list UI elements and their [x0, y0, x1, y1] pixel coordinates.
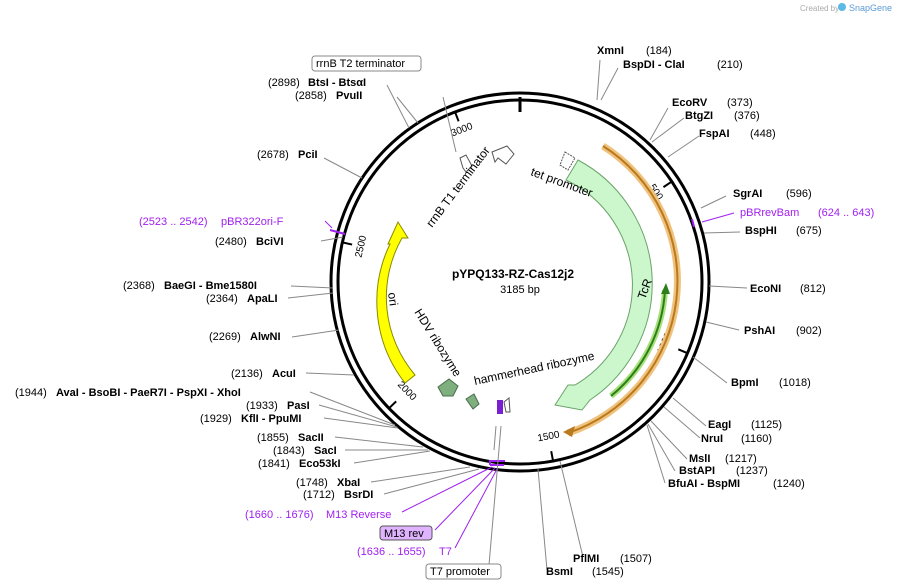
rrnb-t2-arrow [459, 154, 473, 173]
tcr-arrow [554, 159, 653, 411]
orange-arc-head [563, 426, 575, 437]
site-econi: EcoNI(812) [750, 283, 826, 295]
t7-promoter-label: T7 promoter [430, 566, 490, 578]
orange-arc [567, 145, 679, 434]
rrnb-t2-box [311, 55, 422, 72]
tick-label-2500: 2500 [354, 234, 370, 259]
site-pasi: (1933)PasI [246, 400, 310, 412]
site-ecorv: EcoRV(373) [672, 97, 753, 109]
site-pcii: (2678)PciI [257, 149, 318, 161]
tick-mark-500 [662, 180, 673, 188]
m13-rev-box-label: M13 rev [384, 528, 424, 540]
hammerhead-label: hammerhead ribozyme [473, 349, 596, 388]
primer-pbrrevbam: pBRrevBam(624 .. 643) [740, 207, 874, 219]
tet-promoter-arrow [559, 151, 576, 171]
primer-m13-reverse: (1660 .. 1676)M13 Reverse [245, 509, 391, 521]
pbrrevbam-mark [691, 218, 695, 228]
site-sacii: (1855)SacII [257, 432, 324, 444]
t7-leader [454, 468, 498, 549]
tick-mark-1500 [550, 450, 555, 462]
hdv-arrow [437, 378, 459, 397]
site-nrui: NruI(1160) [701, 433, 772, 445]
site-pflmi: PflMI(1507) [573, 553, 652, 565]
m13-rev-box [379, 525, 433, 541]
site-fspai: FspAI(448) [699, 128, 776, 140]
t7-promoter-box [425, 563, 502, 580]
site-xbai: (1748)XbaI [296, 477, 360, 489]
site-apali: (2364)ApaLI [206, 293, 278, 305]
snapgene-logo-icon [838, 3, 846, 11]
backbone-outer [329, 91, 711, 473]
site-pvuii: (2858)PvuII [295, 90, 362, 102]
t7-small-arrow [503, 397, 511, 413]
primer-t7: (1636 .. 1655)T7 [357, 546, 452, 558]
site-sgrai: SgrAI(596) [733, 188, 812, 200]
rrnb-t2-leader [442, 96, 457, 153]
site-kfli-ppumi: (1929)KflI - PpuMI [200, 413, 302, 425]
site-bfuai-bspmi: BfuAI - BspMI(1240) [668, 478, 805, 490]
ori-label: ori [385, 291, 401, 306]
site-bsphi: BspHI(675) [745, 225, 822, 237]
primer-pbr322ori-f: (2523 .. 2542)pBR322ori-F [139, 216, 284, 228]
m13box-leader [434, 467, 496, 531]
site-bstapi: BstAPI(1237) [679, 465, 768, 477]
ori-arrow [376, 220, 416, 384]
site-msli: MslI(1217) [689, 453, 757, 465]
green-arc [610, 289, 666, 397]
m13-leader [401, 466, 493, 513]
site-bpmi: BpmI(1018) [731, 377, 811, 389]
site-baegi: (2368)BaeGI - Bme1580I [123, 280, 257, 292]
site-saci: (1843)SacI [273, 445, 337, 457]
site-btsi: (2898)BtsI - BtsαI [268, 77, 366, 89]
plasmid-name: pYPQ133-RZ-Cas12j2 [452, 267, 574, 281]
plasmid-length: 3185 bp [500, 284, 540, 296]
site-bcivi: (2480)BciVI [215, 236, 284, 248]
site-xmni: XmnI(184) [597, 45, 672, 57]
credit-text: Created by [800, 4, 839, 13]
site-btgzi: BtgZI(376) [685, 110, 760, 122]
site-eagi: EagI(1125) [708, 419, 782, 431]
rrnb-t1-arrow [491, 145, 515, 165]
green-arc-head [661, 283, 670, 294]
purple-feature [497, 400, 503, 414]
pbr322-leader [324, 220, 333, 229]
t7-promoter-leader [488, 425, 502, 566]
site-eco53ki: (1841)Eco53kI [258, 458, 341, 470]
tick-label-1500: 1500 [537, 429, 561, 444]
hdv-label: HDV ribozyme [411, 306, 464, 379]
tick-label-3000: 3000 [450, 121, 475, 139]
pbrrevbam-leader [701, 212, 735, 223]
site-bsmi: BsmI(1545) [546, 566, 624, 578]
tick-mark-2500 [342, 241, 353, 246]
site-bsrdi: (1712)BsrDI [303, 489, 373, 501]
site-bspdi-clai: BspDI - ClaI(210) [623, 59, 743, 71]
tick-label-2000: 2000 [395, 379, 419, 403]
tcr-label: TcR [635, 277, 655, 302]
site-acui: (2136)AcuI [231, 368, 296, 380]
rrnb-t1-label: rrnB T1 terminator [423, 144, 493, 230]
rrnb-t2-label: rrnB T2 terminator [316, 58, 405, 70]
site-alwni: (2269)AlwNI [209, 331, 281, 343]
tick-mark-1000 [677, 348, 688, 355]
tick-mark-2000 [388, 400, 397, 410]
site-pshai: PshAI(902) [744, 325, 822, 337]
pbr322-mark [329, 229, 346, 235]
ribozyme-small-arrow [465, 393, 480, 410]
credit-app: SnapGene [849, 3, 892, 13]
tick-mark-3000 [454, 111, 460, 122]
site-avai-xhoi: (1944)AvaI - BsoBI - PaeR7I - PspXI - Xh… [15, 387, 241, 399]
